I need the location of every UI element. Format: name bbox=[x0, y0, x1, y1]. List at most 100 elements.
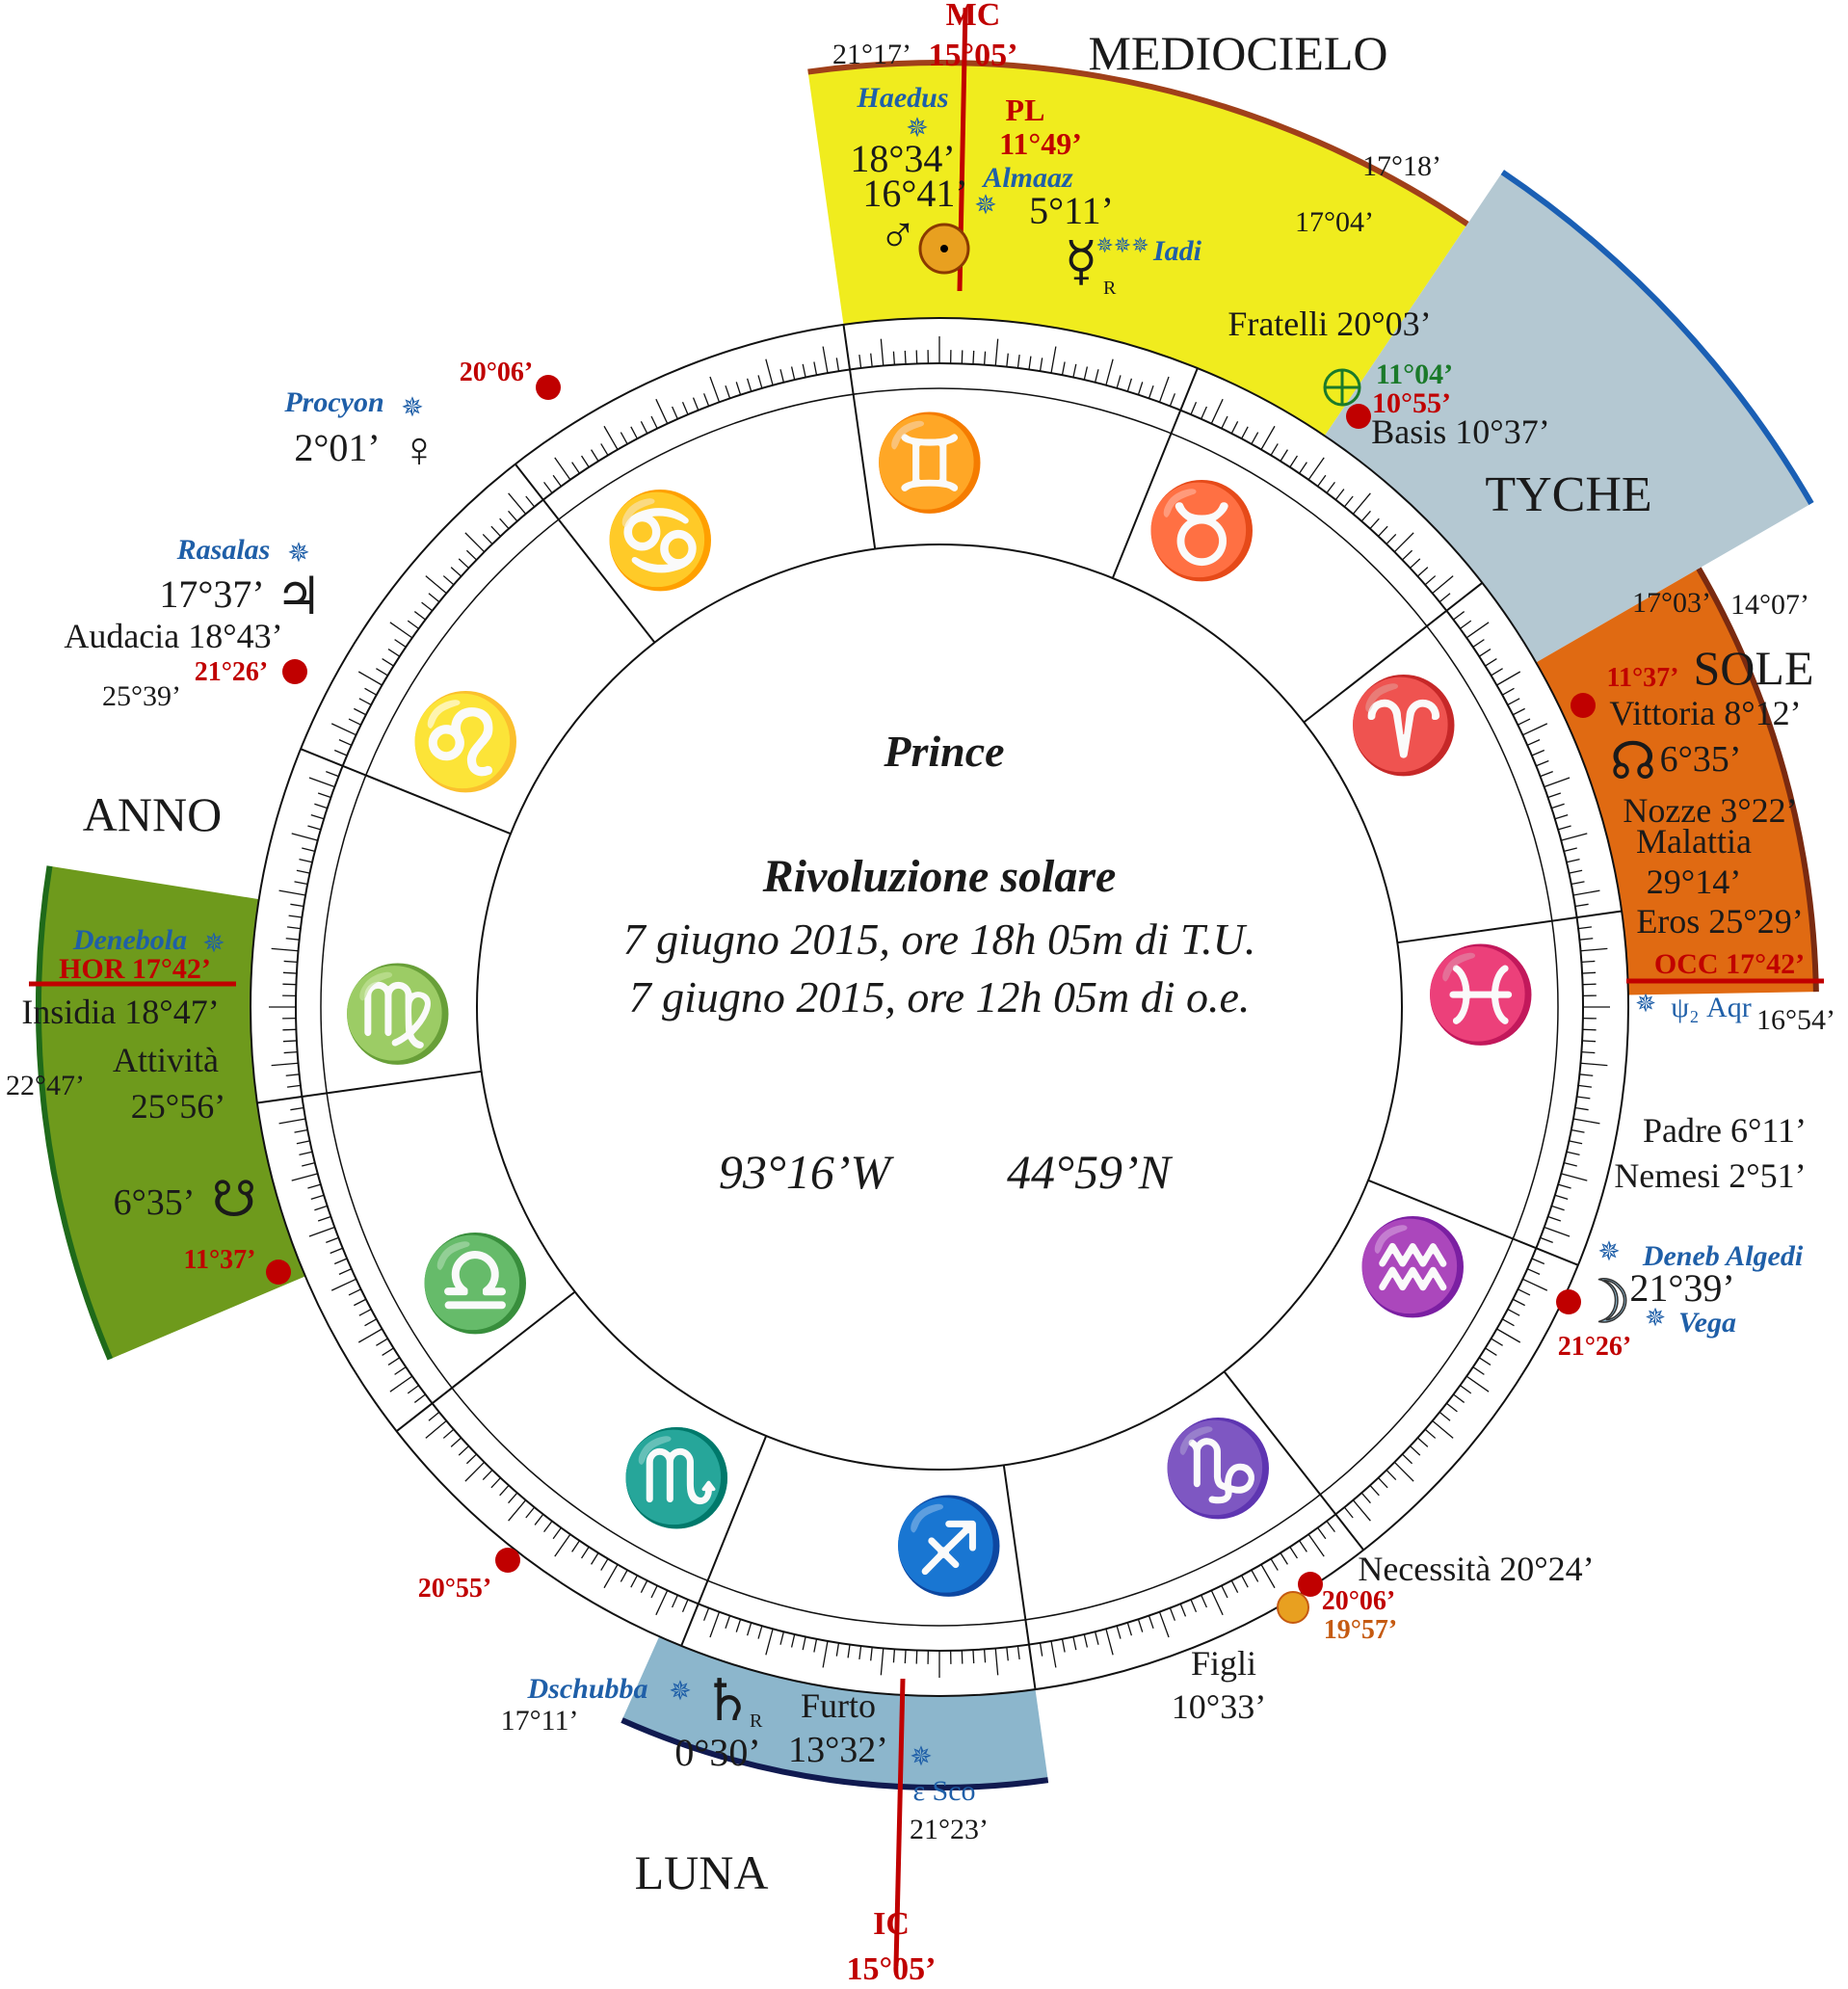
degree-tick bbox=[376, 668, 388, 676]
mercury-icon: ☿ bbox=[1065, 232, 1097, 292]
degree-tick bbox=[813, 361, 818, 376]
degree-tick bbox=[1326, 1521, 1335, 1533]
degree-tick bbox=[490, 1477, 501, 1489]
degree-tick bbox=[1460, 620, 1472, 629]
degree-tick bbox=[421, 601, 434, 612]
degree-tick bbox=[389, 1375, 413, 1392]
star-iadi: Iadi bbox=[1152, 235, 1202, 267]
degree-tick bbox=[1326, 481, 1335, 493]
nozze: Nozze 3°22’ bbox=[1623, 791, 1797, 830]
degree-tick bbox=[650, 1585, 658, 1599]
degree-tick bbox=[1343, 495, 1354, 508]
sector-sole: SOLE bbox=[1694, 641, 1814, 695]
sign-boundary bbox=[1303, 582, 1484, 724]
degree-tick bbox=[1465, 622, 1490, 639]
degree-tick bbox=[1158, 1611, 1170, 1638]
degree-tick bbox=[1540, 1236, 1553, 1244]
degree-tick bbox=[382, 658, 394, 667]
degree-tick bbox=[600, 1558, 609, 1571]
necessita: Necessità 20°24’ bbox=[1358, 1550, 1594, 1588]
degree-tick bbox=[1572, 889, 1600, 896]
degree-tick bbox=[330, 723, 356, 736]
sector-anno: ANNO bbox=[83, 787, 222, 841]
sector-mediocielo-fill-edge bbox=[807, 60, 1469, 227]
basis: Basis 10°37’ bbox=[1371, 412, 1549, 451]
degree-tick bbox=[1221, 415, 1228, 429]
degree-tick bbox=[581, 1546, 590, 1559]
degree-tick bbox=[1360, 1492, 1371, 1504]
star-haedus: Haedus bbox=[856, 82, 948, 114]
furto-degree: 13°32’ bbox=[788, 1730, 888, 1770]
sun-degree: 16°41’ bbox=[862, 172, 967, 215]
sign-boundary bbox=[842, 324, 877, 549]
degree-tick bbox=[1574, 1106, 1589, 1111]
degree-tick bbox=[640, 1579, 648, 1593]
degree-tick bbox=[835, 1642, 840, 1657]
degree-tick bbox=[358, 698, 372, 705]
degree-tick bbox=[1540, 770, 1553, 778]
degree-tick bbox=[681, 1599, 689, 1613]
degree-tick bbox=[650, 415, 658, 429]
dot-1137a bbox=[266, 1260, 291, 1285]
degree-tick bbox=[525, 1506, 536, 1519]
degree-tick bbox=[413, 611, 426, 621]
dot-2055-label: 20°55’ bbox=[418, 1574, 492, 1604]
moon-icon: ☽ bbox=[1577, 1270, 1631, 1336]
degree-tick bbox=[1544, 1226, 1571, 1237]
star-eps-sco: ε Sco bbox=[912, 1775, 975, 1807]
bound-1703: 17°03’ bbox=[1632, 587, 1711, 619]
degree-tick bbox=[482, 1470, 493, 1481]
degree-tick bbox=[709, 376, 721, 403]
degree-tick bbox=[1201, 406, 1207, 420]
figli: Figli bbox=[1191, 1644, 1256, 1683]
degree-tick bbox=[1512, 707, 1525, 716]
degree-tick bbox=[672, 1594, 678, 1608]
sector-anno-fill bbox=[38, 865, 307, 1360]
degree-tick bbox=[1554, 813, 1569, 820]
insidia: Insidia 18°47’ bbox=[21, 993, 219, 1031]
degree-tick bbox=[296, 1140, 310, 1145]
degree-tick bbox=[1566, 858, 1580, 863]
degree-tick bbox=[591, 449, 599, 462]
degree-tick bbox=[571, 462, 580, 474]
degree-tick bbox=[307, 1183, 322, 1189]
degree-tick bbox=[308, 777, 335, 788]
degree-tick bbox=[1260, 1564, 1276, 1589]
degree-tick bbox=[338, 739, 353, 746]
mc-label: MC bbox=[946, 0, 1001, 33]
degree-tick bbox=[1179, 1604, 1187, 1617]
degree-tick bbox=[291, 1173, 318, 1181]
degree-tick bbox=[508, 492, 527, 515]
degree-tick bbox=[1393, 1461, 1414, 1482]
degree-tick bbox=[271, 947, 299, 952]
degree-tick bbox=[1410, 558, 1421, 569]
degree-tick bbox=[1574, 903, 1589, 908]
degree-tick bbox=[407, 1385, 419, 1394]
degree-tick bbox=[1221, 1585, 1228, 1599]
degree-tick bbox=[508, 1499, 527, 1522]
degree-tick bbox=[1105, 358, 1114, 385]
degree-tick bbox=[442, 1428, 455, 1439]
degree-tick bbox=[508, 1492, 518, 1504]
degree-tick bbox=[1352, 1499, 1371, 1522]
degree-tick bbox=[880, 338, 884, 366]
degree-tick bbox=[1386, 533, 1397, 544]
degree-tick bbox=[1432, 575, 1454, 595]
degree-tick bbox=[1522, 1278, 1548, 1291]
degree-tick bbox=[1210, 398, 1224, 424]
degree-tick bbox=[354, 707, 367, 716]
degree-tick bbox=[904, 1650, 907, 1664]
degree-tick bbox=[1289, 1546, 1298, 1559]
degree-tick bbox=[1566, 1151, 1580, 1156]
figli-degree: 10°33’ bbox=[1172, 1687, 1266, 1726]
dot-2126b bbox=[1556, 1289, 1581, 1314]
degree-tick bbox=[407, 620, 419, 629]
sign-boundary bbox=[1002, 1465, 1037, 1690]
star-denebola: Denebola bbox=[72, 924, 187, 956]
degree-tick bbox=[1307, 457, 1325, 481]
dot-2055 bbox=[495, 1548, 520, 1573]
jupiter-degree: 17°37’ bbox=[159, 572, 264, 616]
sign-boundary bbox=[1111, 367, 1199, 579]
star-denebola-icon: ✵ bbox=[202, 929, 224, 959]
degree-tick bbox=[1083, 1633, 1089, 1648]
